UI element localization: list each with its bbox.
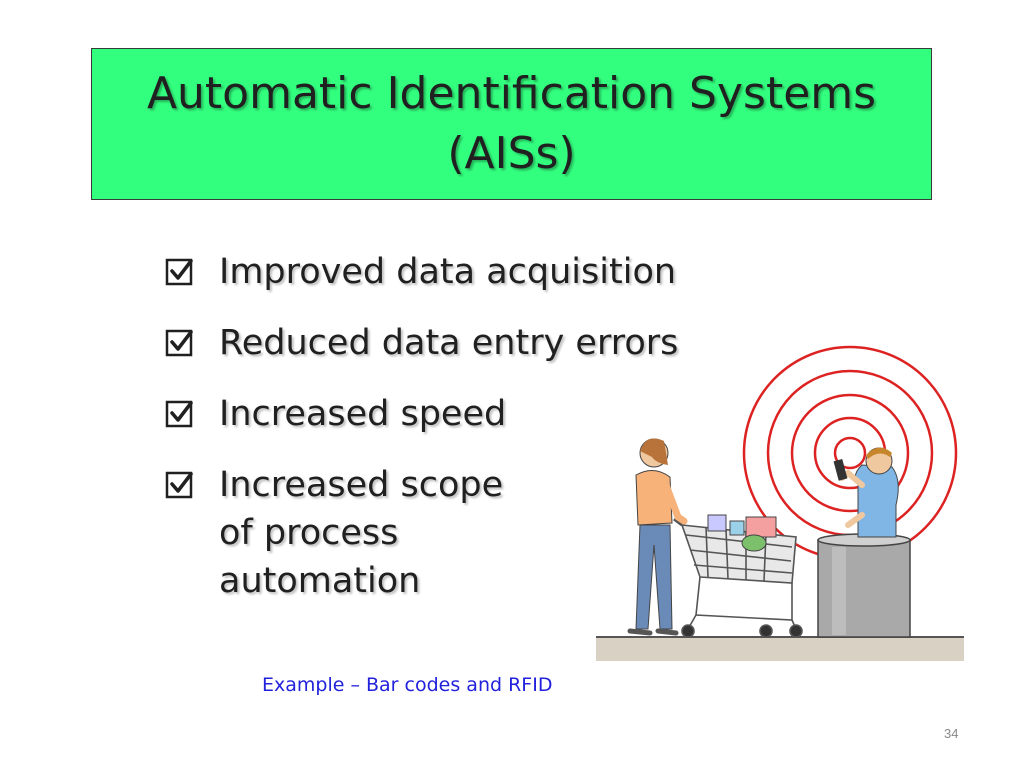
bullet-text: Increased scope — [219, 465, 504, 505]
checkbox-checked-icon — [165, 329, 193, 357]
bullet-text: Reduced data entry errors — [219, 323, 679, 363]
checkbox-checked-icon — [165, 258, 193, 286]
shopper-figure — [627, 438, 688, 636]
bullet-text: Increased speed — [219, 394, 507, 434]
title-box: Automatic Identification Systems (AISs) — [91, 48, 932, 200]
bullet-text: automation — [219, 561, 421, 601]
shopper-rfid-reader-illustration — [596, 345, 964, 661]
slide-title-line-2: (AISs) — [447, 128, 576, 179]
shopping-cart — [673, 517, 803, 638]
checkbox-checked-icon — [165, 471, 193, 499]
example-caption: Example – Bar codes and RFID — [262, 674, 553, 696]
reader-pedestal — [817, 533, 911, 638]
floor — [596, 637, 964, 661]
groceries — [707, 514, 777, 552]
checkbox-checked-icon — [165, 400, 193, 428]
clerk-figure — [833, 447, 899, 538]
bullet-text: Improved data acquisition — [219, 252, 677, 292]
bullet-text: of process — [219, 513, 399, 553]
page-number: 34 — [944, 726, 959, 741]
slide-title-line-1: Automatic Identification Systems — [146, 68, 877, 119]
